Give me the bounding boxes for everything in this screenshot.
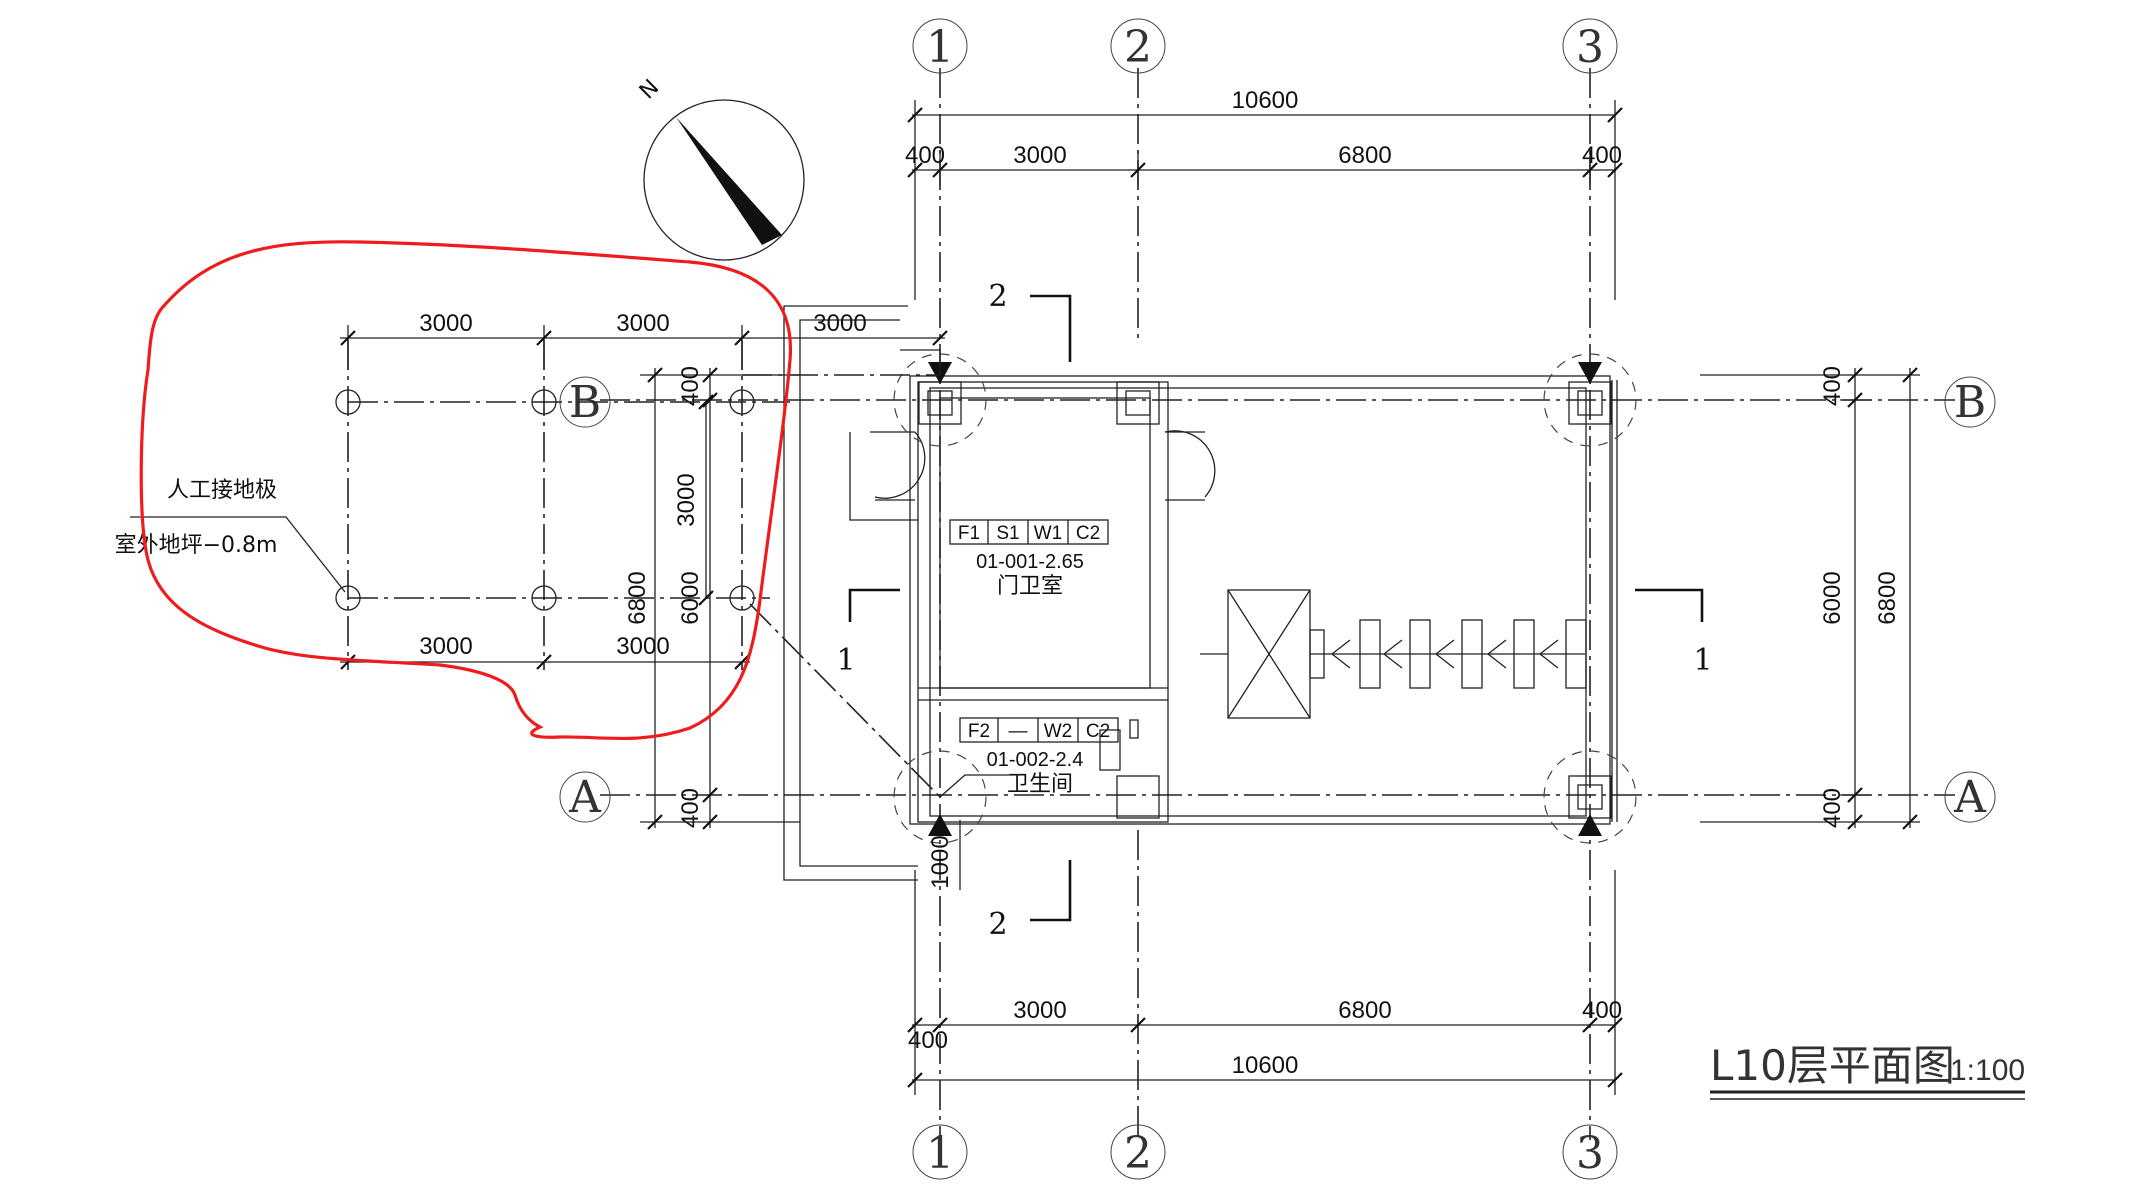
- grounding-grid: [335, 340, 1020, 798]
- svg-text:3000: 3000: [419, 633, 472, 660]
- svg-text:W1: W1: [1034, 523, 1063, 544]
- svg-text:S1: S1: [996, 523, 1019, 544]
- door-left: [870, 431, 926, 501]
- svg-text:6800: 6800: [1338, 142, 1391, 169]
- drawing-scale: 1:100: [1950, 1054, 2025, 1087]
- svg-text:门卫室: 门卫室: [997, 574, 1063, 599]
- svg-text:3000: 3000: [1013, 997, 1066, 1024]
- svg-text:400: 400: [905, 142, 945, 169]
- svg-text:3000: 3000: [1013, 142, 1066, 169]
- downconductor-b3: [1543, 353, 1637, 447]
- svg-text:3000: 3000: [616, 633, 669, 660]
- svg-text:N: N: [635, 75, 664, 104]
- red-markup-outline: [139, 240, 793, 741]
- svg-text:3: 3: [1576, 22, 1604, 73]
- svg-text:B: B: [1954, 377, 1986, 428]
- downconductor-a1: [893, 750, 987, 844]
- column-b2: [1116, 381, 1160, 425]
- svg-text:C2: C2: [1086, 721, 1110, 742]
- svg-text:—: —: [1009, 721, 1028, 742]
- svg-text:2: 2: [1124, 22, 1152, 73]
- door-right: [1164, 430, 1216, 501]
- svg-text:卫生间: 卫生间: [1007, 772, 1073, 797]
- svg-text:1: 1: [836, 643, 855, 678]
- grid-bubble-2-top: 2: [1110, 18, 1166, 74]
- grid-bubble-3-top: 3: [1562, 18, 1618, 74]
- svg-text:3000: 3000: [616, 310, 669, 337]
- svg-text:400: 400: [908, 1027, 948, 1054]
- svg-text:2: 2: [988, 279, 1007, 314]
- section-marker-1-left: 1: [836, 588, 900, 678]
- section-marker-1-right: 1: [1635, 588, 1713, 678]
- svg-text:室外地坪−0.8m: 室外地坪−0.8m: [115, 533, 278, 558]
- grid-bubble-1-top: 1: [912, 18, 968, 74]
- grounding-top-dimensions: 3000 3000 3000: [340, 310, 948, 370]
- room-tag-toilet: F2 — W2 C2 01-002-2.4 卫生间: [959, 717, 1119, 797]
- svg-text:3000: 3000: [673, 473, 700, 526]
- column-a2: [1116, 775, 1160, 819]
- section-marker-2-bottom: 2: [988, 860, 1072, 942]
- building-outline: [783, 305, 1618, 881]
- svg-text:F1: F1: [958, 523, 980, 544]
- grid-bubble-b-right: B: [1944, 376, 1996, 428]
- svg-text:F2: F2: [968, 721, 990, 742]
- svg-text:01-002-2.4: 01-002-2.4: [987, 749, 1084, 771]
- svg-text:3000: 3000: [813, 310, 866, 337]
- svg-text:W2: W2: [1044, 721, 1073, 742]
- grounding-side-dimension: 3000: [673, 394, 714, 606]
- grid-bubble-a-right: A: [1944, 771, 1996, 823]
- svg-text:3: 3: [1576, 1128, 1604, 1179]
- svg-text:10600: 10600: [1232, 87, 1299, 114]
- svg-text:A: A: [568, 772, 602, 823]
- grid-bubble-3-bottom: 3: [1562, 1124, 1618, 1180]
- drawing-title: L10层平面图: [1710, 1041, 1955, 1090]
- svg-text:400: 400: [1582, 142, 1622, 169]
- grid-bubble-2-bottom: 2: [1110, 1124, 1166, 1180]
- grounding-annotation: 人工接地极 室外地坪−0.8m: [115, 478, 346, 593]
- svg-text:6800: 6800: [1874, 571, 1901, 624]
- svg-text:6800: 6800: [1338, 997, 1391, 1024]
- svg-text:6000: 6000: [1819, 571, 1846, 624]
- svg-text:1: 1: [1693, 643, 1712, 678]
- grid-bubble-a-left: A: [559, 771, 611, 823]
- barrier-gate: [1200, 589, 1587, 719]
- downconductor-a3: [1543, 750, 1637, 844]
- svg-text:1: 1: [926, 22, 954, 73]
- grid-axes: [600, 68, 1955, 1140]
- grid-bubble-1-bottom: 1: [912, 1124, 968, 1180]
- svg-text:2: 2: [1124, 1128, 1152, 1179]
- svg-text:1000: 1000: [927, 835, 954, 888]
- canopy-dimension: 1000: [927, 820, 961, 890]
- svg-text:2: 2: [988, 907, 1007, 942]
- svg-text:C2: C2: [1076, 523, 1100, 544]
- drawing-title-block: L10层平面图 1:100: [1710, 1041, 2025, 1100]
- svg-text:10600: 10600: [1232, 1052, 1299, 1079]
- north-arrow: N: [635, 75, 805, 261]
- svg-text:400: 400: [1819, 788, 1846, 828]
- svg-text:A: A: [1953, 772, 1987, 823]
- svg-text:1: 1: [926, 1128, 954, 1179]
- room-tag-guardroom: F1 S1 W1 C2 01-001-2.65 门卫室: [949, 519, 1109, 599]
- toilet-fixture: [1099, 719, 1139, 771]
- svg-text:400: 400: [1819, 366, 1846, 406]
- svg-text:400: 400: [1582, 997, 1622, 1024]
- svg-text:400: 400: [677, 366, 704, 406]
- section-marker-2-top: 2: [988, 279, 1072, 362]
- svg-text:人工接地极: 人工接地极: [167, 478, 277, 503]
- svg-text:400: 400: [677, 788, 704, 828]
- bottom-dimensions: 3000 6800 400 400 10600: [907, 870, 1623, 1095]
- right-dimensions: 400 6000 400 6800: [1700, 366, 1920, 830]
- top-dimensions: 10600 400 3000 6800 400: [905, 87, 1623, 300]
- svg-text:01-001-2.65: 01-001-2.65: [976, 551, 1084, 573]
- svg-text:3000: 3000: [419, 310, 472, 337]
